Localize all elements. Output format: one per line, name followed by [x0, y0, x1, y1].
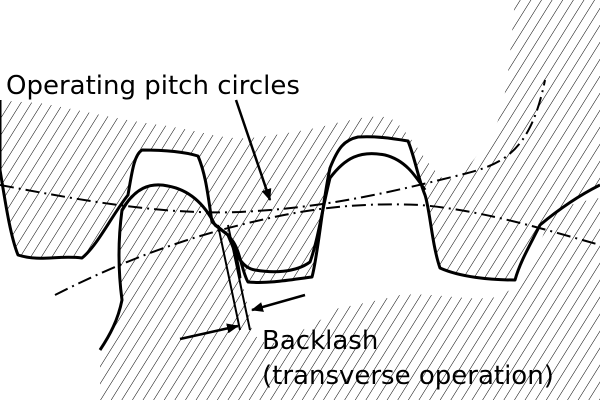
backlash-label: Backlash	[262, 326, 379, 356]
operating-pitch-circles-label: Operating pitch circles	[6, 71, 300, 101]
transverse-operation-label: (transverse operation)	[262, 361, 554, 391]
pitch-circle-upper	[0, 79, 546, 214]
upper-gear	[0, 0, 600, 283]
upper-gear-tooth-outline	[226, 152, 427, 274]
lower-gear	[100, 184, 600, 400]
backlash-gap-line-left	[217, 224, 241, 331]
backlash-arrow-left	[179, 323, 239, 341]
backlash-arrow-right	[251, 293, 306, 312]
backlash-gap-line-right	[227, 224, 251, 331]
pitch-circle-lower	[54, 203, 600, 296]
upper-gear-outline	[0, 100, 600, 284]
pitch-circles-leader-arrow	[234, 99, 272, 201]
